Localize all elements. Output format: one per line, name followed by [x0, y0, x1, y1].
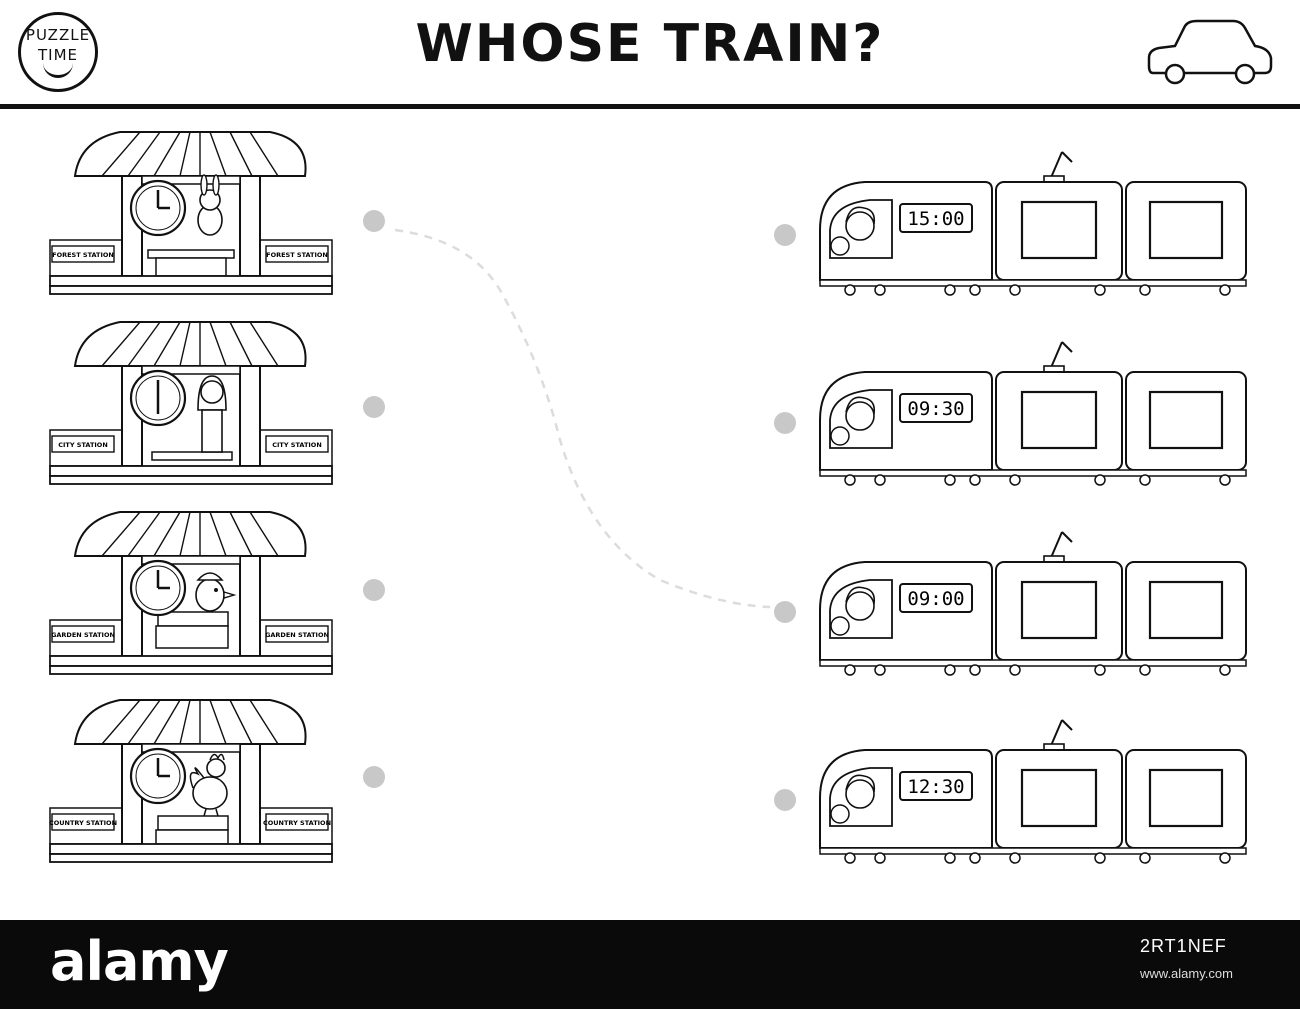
- header-divider: [0, 104, 1300, 109]
- footer-bar: alamy 2RT1NEF www.alamy.com: [0, 920, 1300, 1009]
- station-building: COUNTRY STATION COUNTRY STATION: [49, 699, 333, 863]
- train-time-display: 09:30: [907, 398, 964, 420]
- train-drawing: 15:00: [819, 151, 1247, 296]
- station-building: GARDEN STATION GARDEN STATION: [49, 511, 333, 675]
- train-2: 09:30: [800, 330, 1260, 490]
- boy-icon: [830, 396, 876, 446]
- station-country-dot[interactable]: [363, 766, 385, 788]
- puzzle-time-logo: PUZZLE TIME: [18, 12, 98, 92]
- girl-icon: [197, 375, 227, 453]
- logo-smile: [43, 63, 73, 78]
- station-garden-dot[interactable]: [363, 579, 385, 601]
- station-country: COUNTRY STATION COUNTRY STATION: [40, 688, 350, 868]
- train-4: 12:30: [800, 708, 1260, 868]
- page-title: WHOSE TRAIN?: [415, 14, 885, 74]
- stations-column: FOREST STATION FOREST STATION: [40, 120, 350, 880]
- image-id: 2RT1NEF: [1140, 936, 1227, 956]
- station-city: CITY STATION CITY STATION: [40, 310, 350, 490]
- logo-line-2: TIME: [37, 46, 78, 64]
- header: PUZZLE TIME WHOSE TRAIN?: [0, 0, 1300, 115]
- train-1: 15:00: [800, 140, 1260, 300]
- car-icon: [1147, 19, 1273, 85]
- station-sign-left: GARDEN STATION: [51, 631, 115, 639]
- train-1-dot[interactable]: [774, 224, 796, 246]
- station-forest-dot[interactable]: [363, 210, 385, 232]
- train-3: 09:00: [800, 520, 1260, 680]
- train-3-dot[interactable]: [774, 601, 796, 623]
- station-building: FOREST STATION FOREST STATION: [49, 131, 333, 295]
- boy-icon: [830, 586, 876, 636]
- train-2-dot[interactable]: [774, 412, 796, 434]
- train-time-display: 12:30: [907, 776, 964, 798]
- train-drawing: 12:30: [819, 719, 1247, 864]
- train-drawing: 09:00: [819, 531, 1247, 676]
- station-sign-left: CITY STATION: [58, 441, 108, 449]
- station-sign-right: FOREST STATION: [266, 251, 328, 259]
- train-time-display: 09:00: [907, 588, 964, 610]
- bird-icon: [195, 572, 237, 612]
- station-sign-left: COUNTRY STATION: [49, 819, 117, 827]
- train-time-display: 15:00: [907, 208, 964, 230]
- station-sign-right: GARDEN STATION: [265, 631, 329, 639]
- trains-column: 15:00: [800, 140, 1260, 880]
- station-sign-left: FOREST STATION: [52, 251, 114, 259]
- station-garden: GARDEN STATION GARDEN STATION: [40, 500, 350, 680]
- station-forest: FOREST STATION FOREST STATION: [40, 120, 350, 300]
- alamy-logo: alamy: [50, 930, 229, 993]
- rabbit-icon: [197, 174, 223, 236]
- boy-icon: [830, 206, 876, 256]
- station-sign-right: COUNTRY STATION: [263, 819, 331, 827]
- station-building: CITY STATION CITY STATION: [49, 321, 333, 485]
- train-drawing: 09:30: [819, 341, 1247, 486]
- train-4-dot[interactable]: [774, 789, 796, 811]
- logo-line-1: PUZZLE: [25, 26, 91, 44]
- rooster-icon: [189, 753, 228, 817]
- station-city-dot[interactable]: [363, 396, 385, 418]
- station-sign-right: CITY STATION: [272, 441, 322, 449]
- boy-icon: [830, 774, 876, 824]
- image-url: www.alamy.com: [1140, 966, 1233, 981]
